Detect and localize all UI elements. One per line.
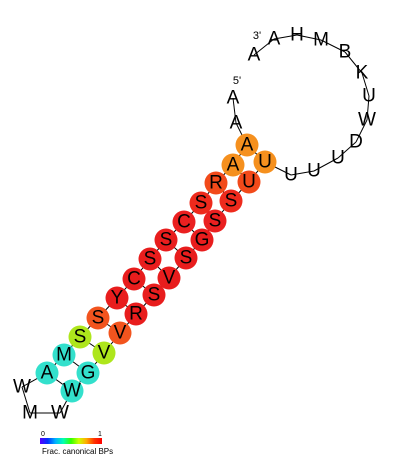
backbone-segment <box>355 119 368 143</box>
legend-title: Frac. canonical BPs <box>42 447 113 456</box>
nucleotide-label: A <box>41 363 54 384</box>
nucleotide-label: K <box>356 63 369 84</box>
backbone-segment <box>273 34 298 40</box>
nucleotide-label: A <box>268 29 281 50</box>
nucleotide-highlight <box>154 228 178 252</box>
five-prime-label: 5' <box>233 75 241 87</box>
nucleotide-highlight <box>35 361 59 385</box>
nucleotide-highlight <box>204 171 228 195</box>
nucleotide-label: A <box>230 113 243 134</box>
nucleotide-label: V <box>114 323 127 344</box>
legend-color-bar <box>40 438 102 444</box>
nucleotide-highlight <box>122 267 146 291</box>
backbone-segment <box>232 97 237 124</box>
nucleotide-label: M <box>56 345 72 366</box>
nucleotide-highlight <box>221 153 245 177</box>
nucleotide-label: S <box>180 248 193 269</box>
nucleotide-label: S <box>74 327 87 348</box>
nucleotide-highlight <box>190 228 214 252</box>
base-pair-highlight-layer <box>35 133 277 403</box>
backbone-segment <box>296 34 322 41</box>
nucleotide-label: G <box>195 230 210 251</box>
nucleotide-label: U <box>362 86 376 107</box>
nucleotide-highlight <box>108 321 132 345</box>
nucleotide-label: W <box>358 110 376 131</box>
nucleotide-label: S <box>195 193 208 214</box>
nucleotide-label: C <box>177 212 191 233</box>
backbone-segment <box>313 157 339 172</box>
backbone-segment <box>290 170 315 176</box>
nucleotide-label: M <box>313 30 329 51</box>
backbone-segment <box>320 39 346 53</box>
nucleotide-highlight <box>142 283 166 307</box>
nucleotide-label: R <box>209 173 223 194</box>
nucleotide-label: A <box>248 45 261 66</box>
legend-min-label: 0 <box>41 431 45 438</box>
backbone-segment <box>253 38 275 56</box>
nucleotide-label: W <box>13 377 31 398</box>
nucleotide-highlight <box>105 286 129 310</box>
backbone-segment <box>366 95 370 121</box>
nucleotide-highlight <box>52 343 76 367</box>
nucleotide-highlight <box>138 247 162 271</box>
nucleotide-label: S <box>209 211 222 232</box>
color-legend: 0 1 Frac. canonical BPs <box>40 431 113 456</box>
nucleotide-label: U <box>284 165 298 186</box>
nucleotide-highlight <box>124 302 148 326</box>
nucleotide-label: U <box>258 152 272 173</box>
backbone-segment <box>344 51 363 74</box>
nucleotide-highlight <box>157 266 181 290</box>
nucleotide-label: S <box>144 249 157 270</box>
nucleotide-highlight <box>76 361 100 385</box>
nucleotide-highlight <box>174 246 198 270</box>
nucleotide-label: H <box>290 25 304 46</box>
nucleotide-label: U <box>242 172 256 193</box>
nucleotide-highlight <box>60 379 84 403</box>
nucleotide-label: U <box>307 161 321 182</box>
legend-max-label: 1 <box>98 431 102 438</box>
nucleotide-label: A <box>227 88 240 109</box>
nucleotide-label: C <box>127 269 141 290</box>
nucleotide-label: V <box>163 268 176 289</box>
nucleotide-label: W <box>51 403 69 424</box>
nucleotide-label: S <box>148 285 161 306</box>
nucleotide-highlight <box>92 341 116 365</box>
nucleotide-label: V <box>98 343 111 364</box>
nucleotide-label: R <box>129 304 143 325</box>
nucleotide-highlight <box>172 210 196 234</box>
nucleotide-highlight <box>86 306 110 330</box>
nucleotide-highlight <box>253 150 277 174</box>
nucleotide-label: G <box>81 363 96 384</box>
backbone-segment <box>337 141 357 159</box>
backbone-segment <box>361 72 370 97</box>
nucleotide-highlight <box>237 170 261 194</box>
nucleotide-highlight <box>203 209 227 233</box>
nucleotide-label: A <box>241 135 254 156</box>
nucleotide-highlight <box>189 191 213 215</box>
nucleotide-label: S <box>92 308 105 329</box>
nucleotide-label: S <box>225 191 238 212</box>
nucleotide-highlight <box>68 325 92 349</box>
backbone-segment <box>21 386 31 414</box>
nucleotide-label: W <box>63 381 81 402</box>
nucleotide-label: A <box>227 155 240 176</box>
nucleotide-highlight <box>219 189 243 213</box>
nucleotide-label: D <box>349 132 363 153</box>
three-prime-label: 3' <box>253 30 261 42</box>
nucleotide-highlight <box>235 133 259 157</box>
nucleotide-label: Y <box>111 288 124 309</box>
nucleotide-label: U <box>331 148 345 169</box>
nucleotide-label: S <box>160 230 173 251</box>
nucleotide-label: M <box>22 403 38 424</box>
nucleotide-label: B <box>339 42 352 63</box>
